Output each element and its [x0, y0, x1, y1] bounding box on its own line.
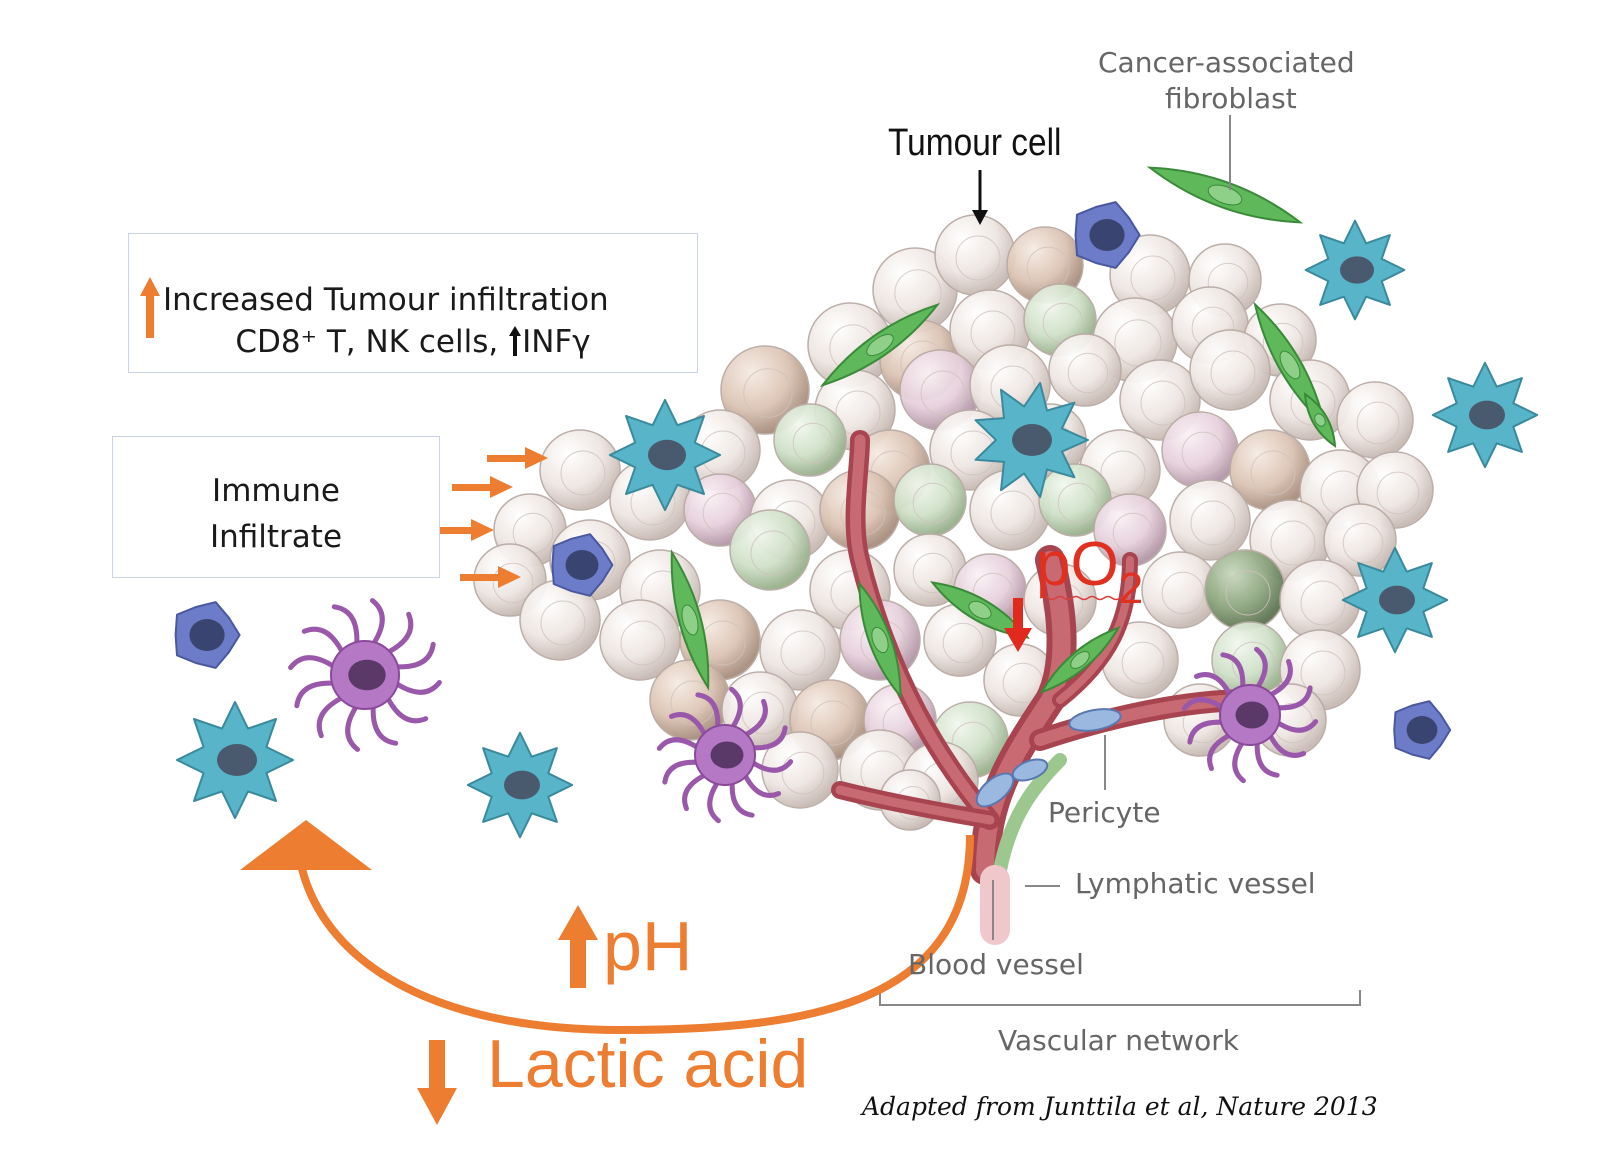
black-up-arrow-icon: [509, 326, 522, 356]
lymphatic-vessel-label: Lymphatic vessel: [1075, 867, 1316, 900]
leader-lines: [879, 115, 1361, 1006]
infiltration-line-2-prefix: CD8⁺ T, NK cells,: [235, 324, 509, 360]
po2-subscript: 2: [1118, 564, 1144, 613]
ph-up-arrow: [558, 905, 598, 988]
pericyte-label: Pericyte: [1048, 796, 1161, 829]
infiltration-line-2: CD8⁺ T, NK cells, INFγ: [129, 324, 697, 360]
immune-infiltrate-line-2: Infiltrate: [209, 519, 343, 555]
infiltration-arrows: [433, 447, 548, 588]
tumour-cell-pointer-arrow: [972, 170, 988, 225]
po2-underline: [1039, 595, 1129, 601]
po2-main: pO: [1036, 530, 1119, 599]
caf-label-line-1: Cancer-associated: [1098, 46, 1355, 79]
blood-vessel-label: Blood vessel: [908, 948, 1084, 981]
pericytes: [975, 708, 1122, 808]
caf-label-line-2: fibroblast: [1165, 82, 1297, 115]
tumour-cell-label: Tumour cell: [888, 122, 1062, 164]
vascular-network-label: Vascular network: [998, 1024, 1239, 1057]
immune-cells: [174, 201, 1539, 839]
infiltration-line-1: Increased Tumour infiltration: [163, 282, 609, 318]
ph-label: pH: [603, 907, 693, 985]
orange-up-arrow-icon: [140, 277, 160, 338]
lactic-acid-down-arrow: [417, 1040, 457, 1125]
po2-down-arrow: [1004, 598, 1032, 652]
cancer-associated-fibroblasts: [670, 166, 1337, 700]
po2-label: pO2: [1036, 530, 1143, 613]
ph-feedback-curved-arrow: [240, 820, 974, 1035]
citation-label: Adapted from Junttila et al, Nature 2013: [862, 1092, 1378, 1121]
infiltration-line-2-suffix: INFγ: [522, 324, 591, 360]
immune-infiltrate-box: Immune Infiltrate: [112, 436, 440, 578]
tumour-infiltration-box: Increased Tumour infiltration CD8⁺ T, NK…: [128, 233, 698, 373]
lactic-acid-label: Lactic acid: [487, 1026, 809, 1102]
immune-infiltrate-line-1: Immune: [212, 473, 340, 509]
